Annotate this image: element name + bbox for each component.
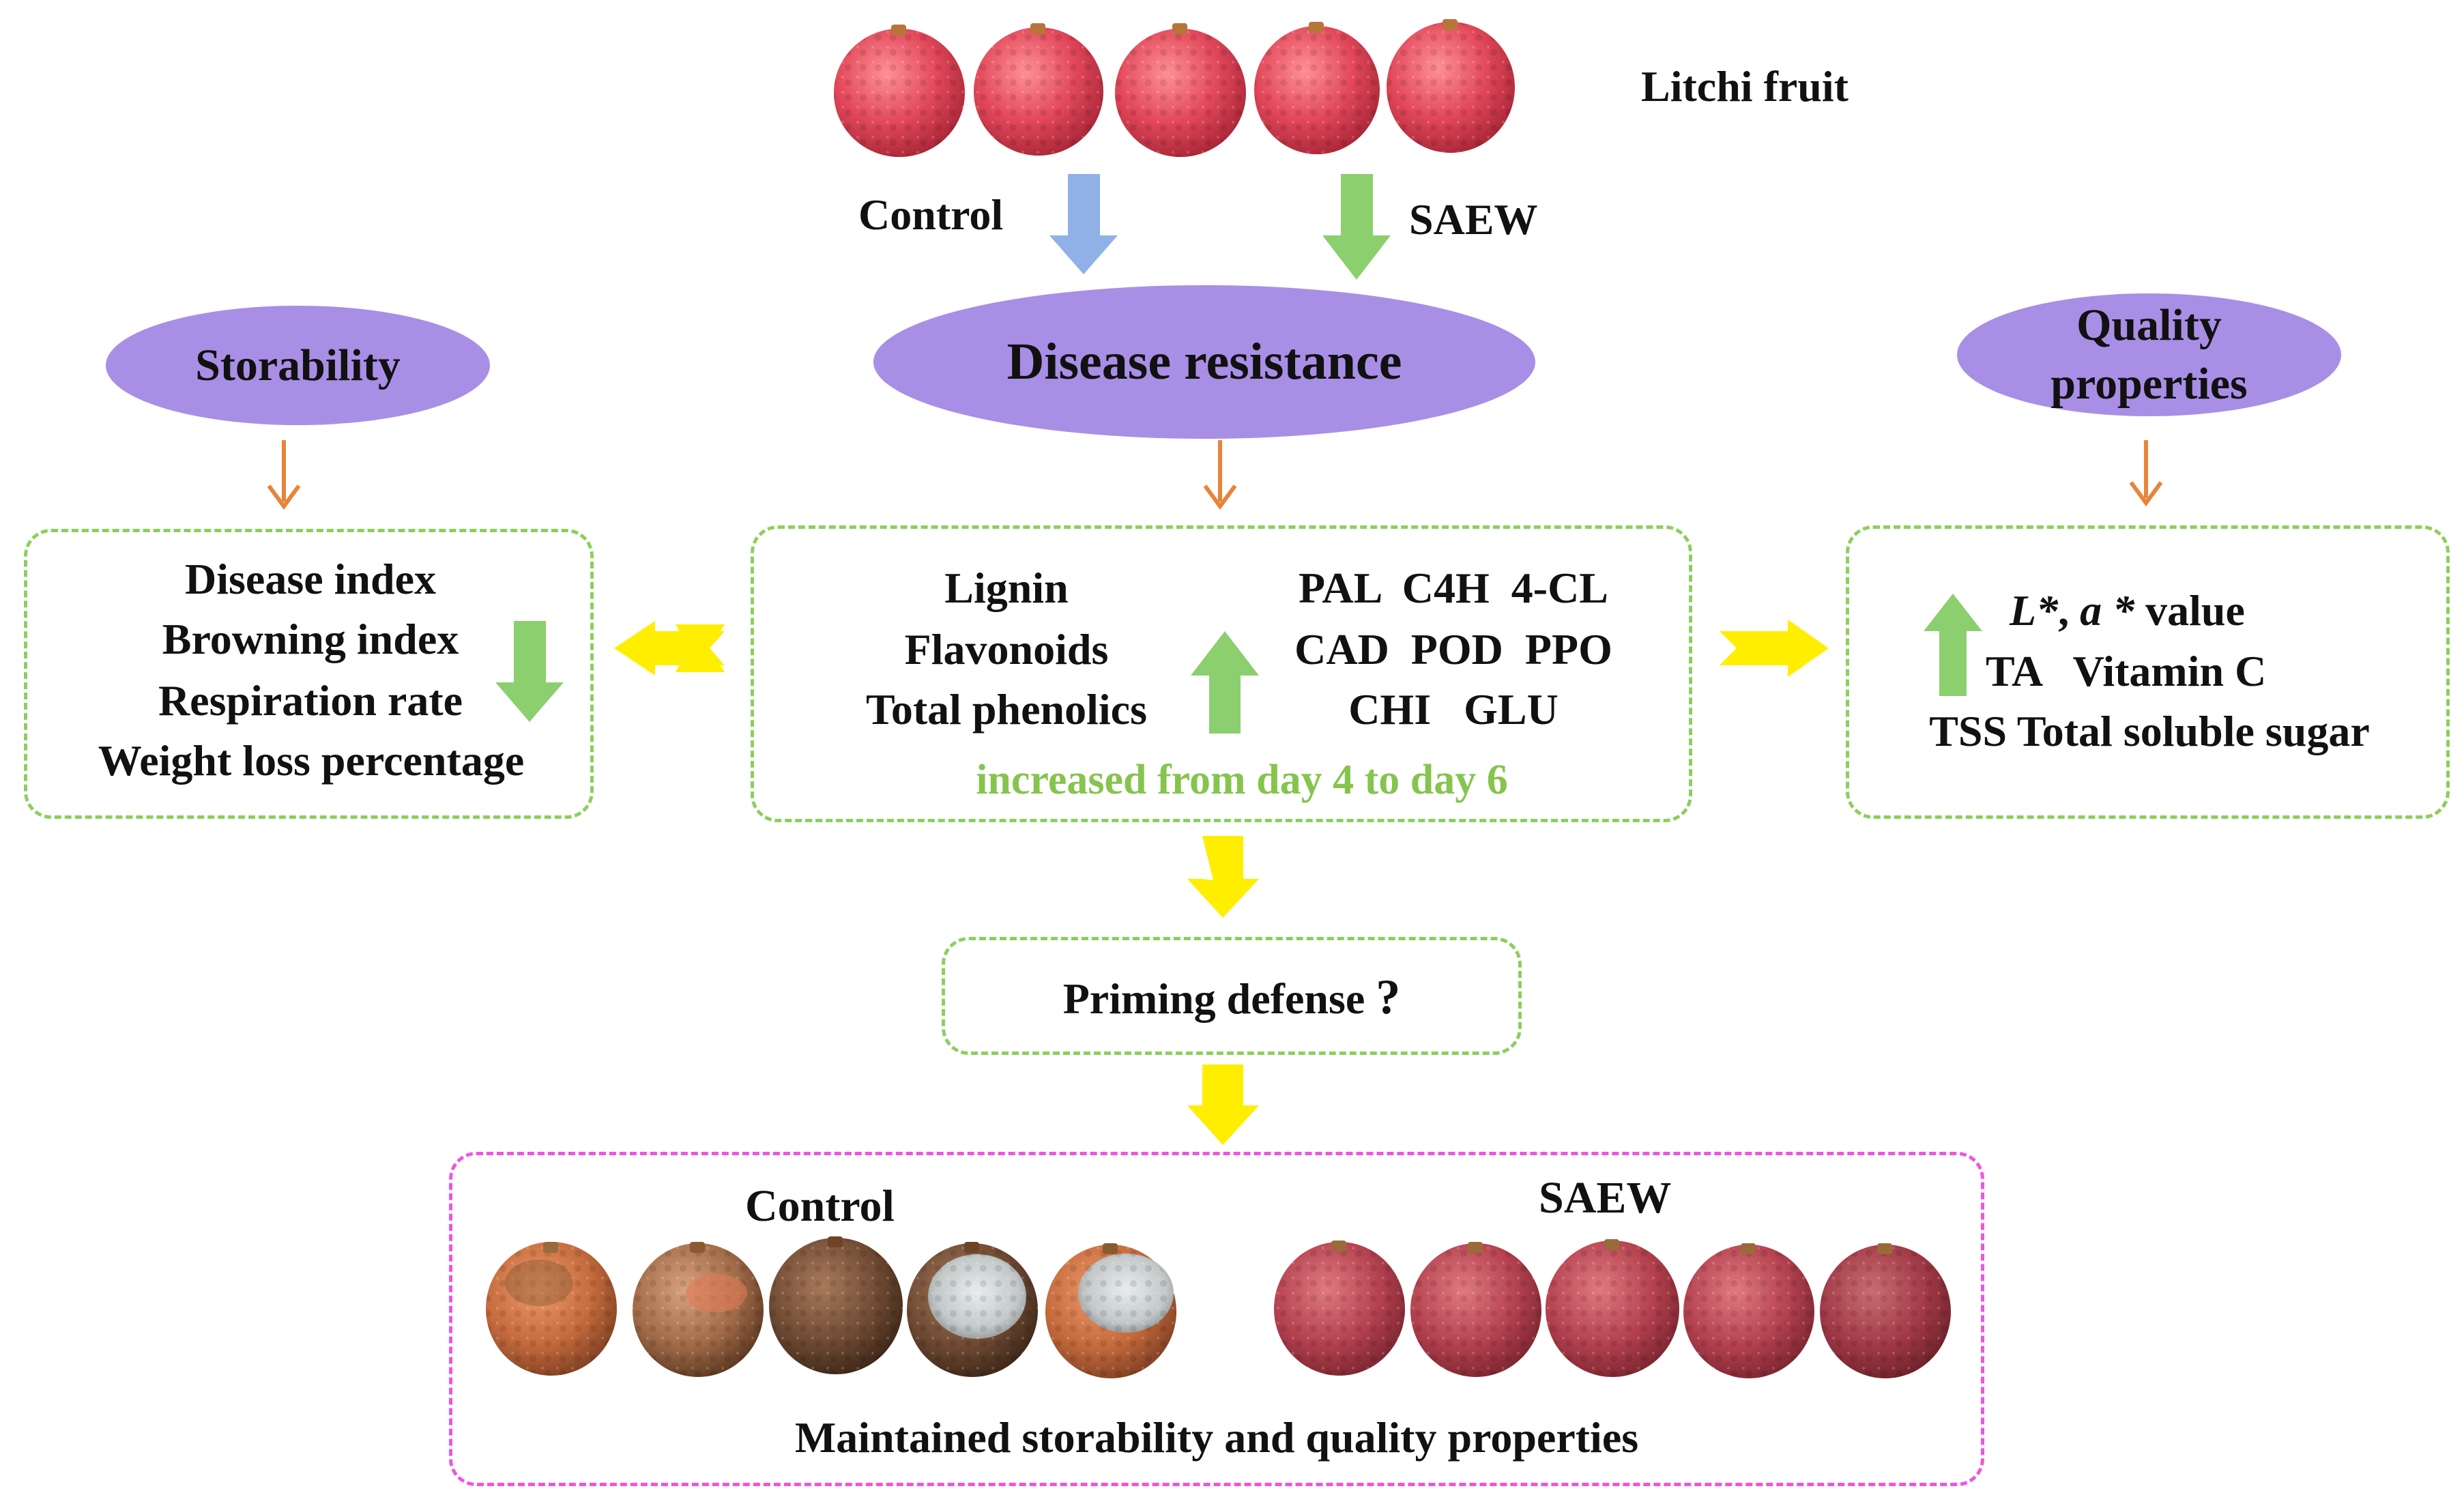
yellow-block-arrow-icon: [614, 621, 725, 676]
saew-label-bottom: SAEW: [1539, 1173, 1672, 1223]
litchi-fruit-icon: [1820, 1243, 1951, 1378]
priming-defense-box: [942, 937, 1522, 1055]
orange-thin-arrow-icon: [267, 440, 301, 510]
arrow-down-icon: [1049, 174, 1118, 274]
yellow-block-arrow-icon: [1720, 620, 1829, 677]
litchi-fruit-icon: [1274, 1241, 1405, 1376]
enzymes-row-2: CAD POD PPO: [1294, 625, 1612, 673]
disease-resistance-label: Disease resistance: [1006, 333, 1402, 390]
disease-index-text: Disease index: [185, 555, 436, 603]
browning-index-text: Browning index: [162, 615, 459, 663]
storability-label: Storability: [195, 340, 401, 390]
litchi-fruit-icon: [1254, 22, 1380, 154]
enzymes-row-3: CHI GLU: [1348, 685, 1559, 734]
tss-sugar-text: TSS Total soluble sugar: [1929, 707, 2370, 755]
litchi-fruit-icon: [834, 25, 965, 157]
disease-resistance-ellipse: Disease resistance: [873, 285, 1535, 439]
litchi-fruit-icon: [1683, 1243, 1814, 1378]
yellow-block-arrow-icon: [1187, 1064, 1259, 1145]
litchi-fruit-icon: [1387, 19, 1515, 153]
orange-thin-arrow-icon: [1203, 440, 1237, 510]
orange-thin-arrow-icon: [2129, 440, 2163, 507]
color-value-text: L*, a * value: [2010, 585, 2245, 636]
a-star-label: a *: [2080, 586, 2135, 635]
priming-defense-label: Priming defense: [1062, 974, 1376, 1023]
result-caption: Maintained storability and quality prope…: [794, 1413, 1639, 1462]
arrow-down-icon: [1322, 174, 1391, 280]
flavonoids-text: Flavonoids: [904, 625, 1109, 673]
litchi-fruit-icon: [907, 1242, 1038, 1377]
litchi-fruit-icon: [486, 1242, 617, 1376]
result-box: [449, 1152, 1984, 1486]
arrow-down-icon: [495, 621, 564, 722]
quality-label-line2: properties: [2050, 359, 2248, 409]
respiration-rate-text: Respiration rate: [158, 676, 463, 725]
quality-properties-ellipse: Quality properties: [1957, 293, 2341, 416]
ta-vitamin-c-text: TA Vitamin C: [1986, 647, 2267, 695]
yellow-block-arrow-icon: [1187, 836, 1259, 918]
priming-defense-text: Priming defense ?: [942, 969, 1522, 1026]
control-label-top: Control: [858, 190, 1004, 239]
l-star-label: L*: [2010, 586, 2059, 635]
quality-box: [1846, 525, 2450, 819]
litchi-fruit-label: Litchi fruit: [1641, 62, 1849, 111]
quality-label-line1: Quality: [2076, 300, 2222, 350]
litchi-fruit-icon: [974, 23, 1103, 156]
litchi-fruit-icon: [1115, 23, 1246, 157]
value-word: value: [2134, 586, 2245, 635]
arrow-up-icon: [1191, 631, 1259, 734]
litchi-fruit-icon: [769, 1236, 903, 1374]
enzymes-row-1: PAL C4H 4-CL: [1299, 564, 1608, 612]
litchi-fruit-icon: [1546, 1239, 1679, 1377]
saew-label-top: SAEW: [1409, 195, 1538, 244]
increase-note: increased from day 4 to day 6: [976, 757, 1508, 803]
arrow-up-icon: [1924, 594, 1982, 696]
disease-resistance-box: [751, 525, 1692, 822]
lignin-text: Lignin: [944, 564, 1069, 612]
litchi-fruit-icon: [1410, 1242, 1541, 1377]
color-separator: ,: [2058, 586, 2081, 635]
control-label-bottom: Control: [745, 1181, 895, 1231]
storability-ellipse: Storability: [106, 306, 490, 425]
question-mark: ?: [1376, 970, 1401, 1024]
litchi-fruit-icon: [1045, 1243, 1176, 1378]
storability-box: [24, 529, 594, 819]
total-phenolics-text: Total phenolics: [866, 685, 1147, 734]
weight-loss-percentage-text: Weight loss percentage: [98, 736, 525, 785]
litchi-fruit-icon: [633, 1242, 764, 1377]
